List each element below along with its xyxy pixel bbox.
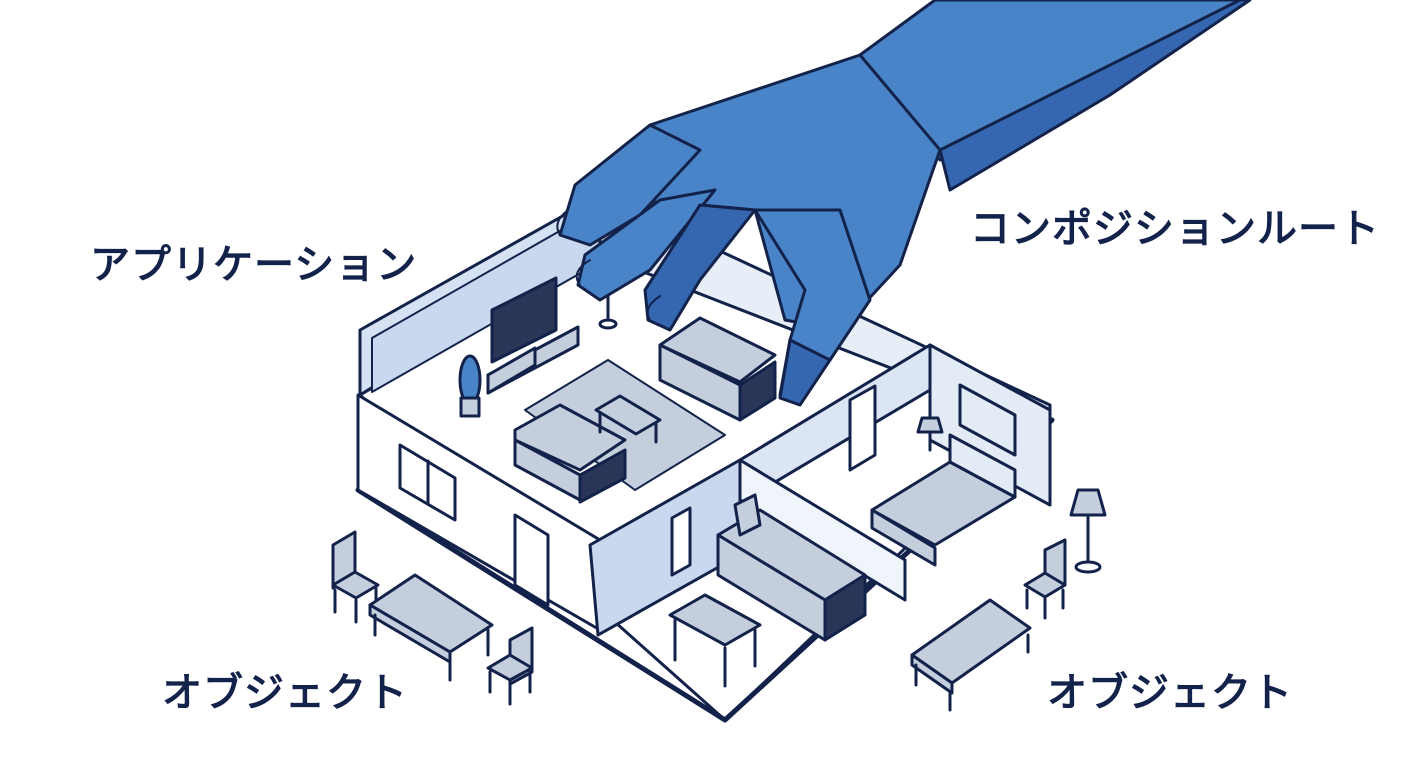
bed-icon xyxy=(870,433,1017,567)
dining-table-icon xyxy=(668,593,762,688)
table-icon xyxy=(368,573,494,682)
composition-root-label: コンポジションルート xyxy=(970,206,1380,252)
finger-3 xyxy=(643,203,757,332)
finger-2 xyxy=(576,188,717,302)
objects-right-label: オブジェクト xyxy=(1047,670,1293,716)
application-label: アプリケーション xyxy=(90,242,418,288)
table-icon xyxy=(910,598,1032,712)
chair-icon xyxy=(486,626,534,706)
coffee-table-icon xyxy=(594,394,662,444)
sofa-icon xyxy=(513,403,627,504)
tv-icon xyxy=(486,276,580,395)
held-sofa-icon xyxy=(658,316,777,422)
kitchen-wall xyxy=(738,458,907,602)
plant-icon xyxy=(458,354,482,418)
objects-left-label: オブジェクト xyxy=(162,670,408,716)
floor-lamp-icon xyxy=(1069,488,1107,574)
chair-icon xyxy=(1023,538,1067,620)
house-icon xyxy=(355,193,1055,723)
kitchen-icon xyxy=(716,493,867,642)
bedside-lamp-icon xyxy=(916,416,944,452)
objects-right xyxy=(910,488,1107,712)
door-front xyxy=(513,513,550,607)
objects-left xyxy=(331,530,534,706)
chair-icon xyxy=(331,530,380,624)
reaching-hand-icon xyxy=(556,0,1252,407)
